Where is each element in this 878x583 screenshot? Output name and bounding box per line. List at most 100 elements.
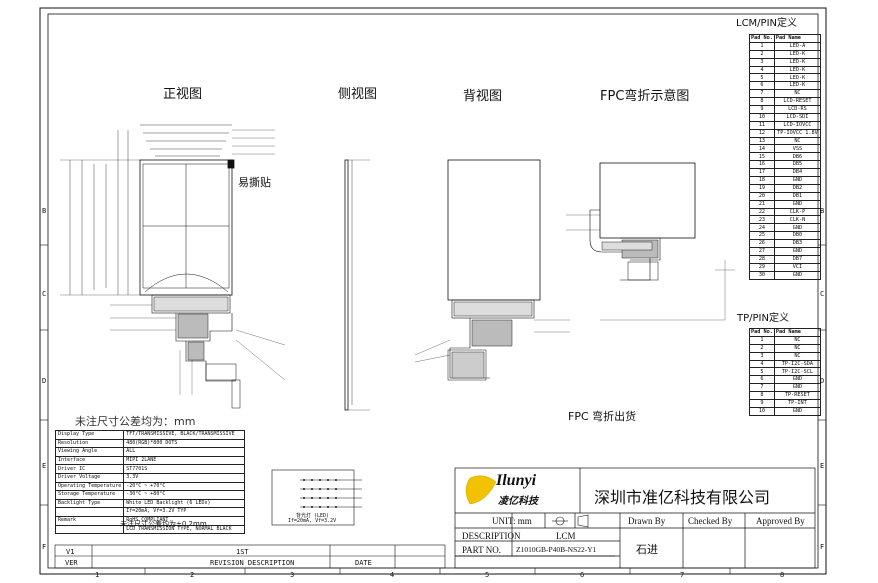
spec-key: Remark: [54, 515, 125, 526]
approved-by-label: Approved By: [756, 516, 805, 526]
spec-key: Resolution: [54, 438, 125, 449]
pin-number: 13: [749, 136, 775, 146]
pin-name: CLK-N: [773, 215, 822, 225]
pin-name: NC: [773, 136, 822, 146]
pin-number: 1: [749, 335, 775, 345]
led-caption: 背光灯 (LED): [296, 513, 330, 519]
spec-value: LCD TRANSMISSION TYPE, NORMAL BLACK: [123, 524, 245, 535]
pin-number: 28: [749, 254, 775, 264]
pin-number: 9: [749, 105, 775, 114]
pin-name: NC: [773, 343, 822, 353]
pin-number: 9: [749, 399, 775, 408]
grid-row-label-left: D: [42, 377, 47, 385]
grid-row-label-left: C: [42, 290, 47, 298]
pin-name: LCD-RESET: [773, 97, 822, 107]
pin-name: VCI: [773, 262, 822, 272]
pin-number: 30: [749, 270, 775, 280]
pin-name: DB6: [773, 152, 822, 162]
pin-number: 24: [749, 223, 775, 233]
pin-name: LED-A: [773, 41, 822, 51]
pin-name: GND: [773, 223, 822, 233]
spec-value: White LED Backlight (6 LEDs): [123, 498, 245, 509]
pin-name: GND: [773, 383, 822, 393]
pin-name: GND: [773, 199, 822, 209]
pin-name: TP-I2C-SDA: [773, 359, 822, 369]
tolerance-note: 未注尺寸公差均为：mm: [75, 415, 196, 428]
logo-bottom-text: 凌亿科技: [498, 496, 538, 507]
rev-ver-header: VER: [65, 559, 78, 567]
logo-top-text: Ilunyi: [496, 472, 537, 489]
pin-number: 26: [749, 239, 775, 249]
revision-table-lines: [54, 544, 446, 569]
spec-key: Driver Voltage: [54, 472, 125, 483]
pin-name: LED-K: [773, 57, 822, 67]
spec-value: -30°C ~ +80°C: [123, 490, 245, 500]
grid-row-label-left: B: [42, 207, 47, 215]
spec-row: Operating Temperature-20°C ~ +70°C: [54, 481, 245, 492]
pin-name: GND: [773, 176, 822, 185]
pin-name: DB0: [773, 231, 822, 241]
pin-name: DB2: [773, 183, 822, 193]
pin-header-cell: Pad No.: [749, 34, 775, 43]
pin-name: GND: [773, 270, 822, 280]
pin-name: GND: [773, 375, 822, 385]
pin-name: VSS: [773, 144, 822, 154]
pin-number: 22: [749, 207, 775, 217]
spec-key: Interface: [54, 455, 125, 466]
fpc-view-title: FPC弯折示意图: [600, 89, 690, 104]
rev-desc-header: REVISION DESCRIPTION: [210, 559, 295, 567]
spec-value: 3.3V: [123, 472, 245, 483]
pin-name: NC: [773, 89, 822, 99]
pin-number: 27: [749, 247, 775, 256]
fpc-bend-hatch: [601, 239, 659, 259]
spec-value: MIPI 2LANE: [123, 455, 245, 466]
pin-number: 11: [749, 120, 775, 130]
pin-number: 6: [749, 81, 775, 91]
pin-number: 7: [749, 89, 775, 99]
outer-frame: [39, 7, 827, 575]
part-no-value: Z1010GB-P40B-NS22-Y1: [516, 545, 597, 554]
pin-name: LCD-SDI: [773, 112, 822, 122]
drawn-by-label: Drawn By: [628, 516, 666, 526]
pin-number: 18: [749, 176, 775, 185]
description-label: DESCRIPTION: [462, 531, 521, 541]
grid-col-label: 5: [485, 571, 490, 579]
checked-by-label: Checked By: [688, 516, 733, 526]
pin-number: 15: [749, 152, 775, 162]
spec-key: Operating Temperature: [54, 481, 125, 492]
rev1-desc: 1ST: [236, 548, 249, 556]
lcm-pin-title: LCM/PIN定义: [736, 18, 798, 29]
drawn-by-value: 石进: [636, 543, 658, 556]
grid-row-label-right: D: [820, 377, 825, 385]
grid-col-label: 4: [390, 571, 395, 579]
pin-number: 10: [749, 112, 775, 122]
pin-name: TP-RESET: [773, 391, 822, 401]
part-no-label: PART NO.: [462, 545, 501, 555]
spec-key: Viewing Angle: [54, 447, 125, 457]
